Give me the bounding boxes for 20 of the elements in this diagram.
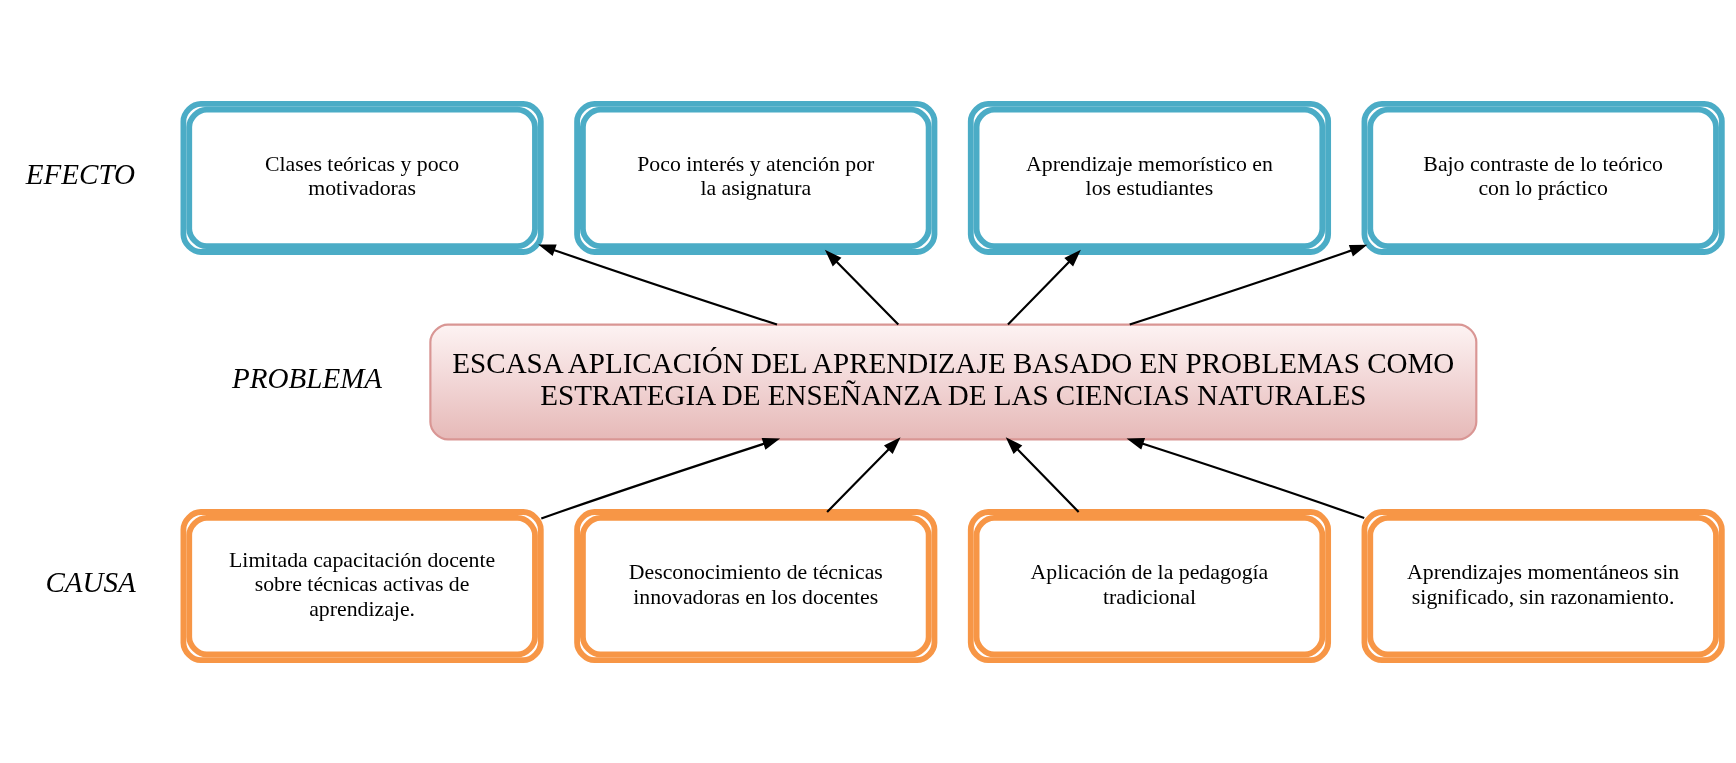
- arrow: [1129, 244, 1368, 326]
- arrow: [1126, 437, 1365, 519]
- node-box: Aprendizaje memorístico en los estudiantes: [967, 100, 1332, 255]
- node-box: ESCASA APLICACIÓN DEL APRENDIZAJE BASADO EN PROBLEMAS COMO ESTRATEGIA DE ENSEÑANZA DE LAS CIENCIAS NATURALES: [429, 323, 1478, 440]
- arrow: [1007, 249, 1081, 325]
- node-box: Desconocimiento de técnicas innovadoras en los docentes: [574, 508, 938, 663]
- node-box: Clases teóricas y poco motivadoras: [180, 100, 544, 255]
- node-box: Bajo contraste de lo teórico con lo práctico: [1361, 100, 1725, 255]
- arrow: [824, 249, 900, 325]
- node-box: Limitada capacitación docente sobre técnicas activas de aprendizaje.: [180, 508, 544, 663]
- label: PROBLEMA: [232, 361, 383, 394]
- label: CAUSA: [45, 565, 136, 598]
- arrow: [826, 436, 901, 513]
- node-box: Poco interés y atención por la asignatura: [574, 100, 938, 255]
- arrow: [538, 243, 778, 326]
- node-box: Aprendizajes momentáneos sin significado, sin razonamiento.: [1361, 508, 1725, 663]
- arrow: [540, 437, 781, 519]
- label: EFECTO: [25, 157, 136, 190]
- arrow: [1005, 436, 1080, 513]
- node-box: Aplicación de la pedagogía tradicional: [967, 508, 1332, 663]
